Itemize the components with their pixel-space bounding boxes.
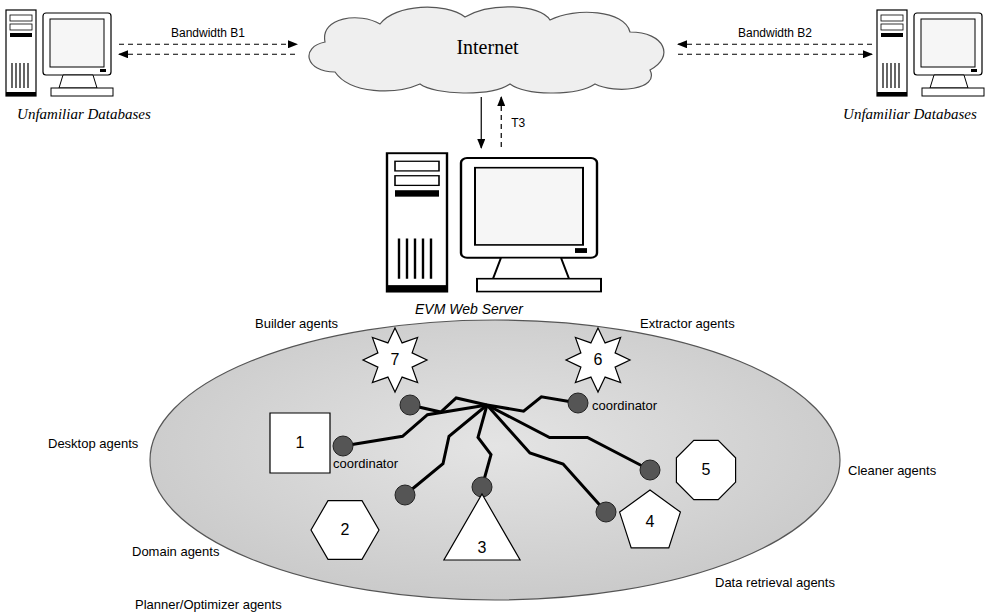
link-line [481, 97, 482, 148]
connection-dot [640, 460, 660, 480]
computer-drawing [877, 10, 984, 96]
web-server-computer: EVM Web Server [385, 150, 605, 298]
connection-dot [395, 485, 415, 505]
computer-drawing [6, 10, 113, 96]
agent-label: Planner/Optimizer agents [135, 597, 282, 613]
link-line [119, 44, 297, 45]
database-computer: Unfamiliar Databases [876, 8, 986, 100]
agent-label: Desktop agents [48, 436, 138, 452]
agent-polygon [270, 413, 330, 473]
cloud-outline [309, 7, 664, 93]
link-line [501, 97, 502, 148]
agent-polygon [620, 490, 681, 548]
lightning-link [487, 397, 578, 411]
agent-shape: 7Builder agents [363, 328, 427, 392]
agent-label: Extractor agents [640, 316, 735, 332]
coordinator-label: coordinator [592, 398, 657, 414]
computer-label: EVM Web Server [415, 301, 523, 317]
agent-shape: 6Extractor agents [566, 328, 630, 392]
computer-label: Unfamiliar Databases [830, 106, 990, 122]
database-computer: Unfamiliar Databases [5, 8, 115, 100]
computer-label: Unfamiliar Databases [4, 106, 164, 122]
agent-ellipse [150, 320, 840, 600]
lightning-link [487, 405, 650, 470]
link-line [119, 54, 297, 55]
link-label: Bandwidth B1 [169, 25, 247, 41]
link-arrows [119, 44, 297, 54]
callout-number: 3 [478, 540, 487, 556]
agent-label: Data retrieval agents [715, 575, 835, 591]
agent-shape: 2Domain agents [311, 496, 379, 564]
callout-number: 7 [391, 352, 400, 368]
callout-number: 2 [341, 522, 350, 538]
agent-label: Cleaner agents [848, 463, 936, 479]
agent-shape: 4Data retrieval agents [618, 490, 682, 554]
computer-icon [5, 8, 115, 100]
callout-number: 1 [296, 435, 305, 451]
link-line [678, 54, 872, 55]
callout-number: 5 [702, 462, 711, 478]
computer-drawing [387, 153, 601, 291]
agent-shape: 3Planner/Optimizer agents [438, 494, 526, 582]
agent-label: Builder agents [255, 316, 338, 332]
coordinator-label: coordinator [333, 456, 398, 472]
connection-dot [568, 393, 588, 413]
connection-dot [596, 502, 616, 522]
agent-outline [438, 494, 526, 582]
agent-label: Domain agents [132, 544, 219, 560]
computer-icon [385, 150, 605, 298]
lightning-link [487, 405, 606, 512]
lightning-link [478, 405, 491, 487]
agent-shape: 1Desktop agents [270, 413, 330, 473]
agent-shape: 5Cleaner agents [674, 438, 738, 502]
internet-cloud: Internet [295, 2, 680, 95]
link-label: Bandwidth B2 [736, 25, 814, 41]
agent-polygon [676, 440, 735, 499]
link-label: T3 [509, 115, 527, 131]
agent-polygon [311, 501, 379, 560]
link-line [678, 44, 872, 45]
connection-dot [333, 436, 353, 456]
computer-icon [876, 8, 986, 100]
link-arrows [481, 97, 501, 148]
callout-number: 6 [594, 352, 603, 368]
agent-polygon [444, 494, 520, 560]
agent-polygon [566, 328, 630, 392]
link-arrows [678, 44, 872, 54]
agent-polygon [363, 328, 427, 392]
cloud-label: Internet [456, 39, 518, 55]
connection-dot [400, 395, 420, 415]
callout-number: 4 [646, 514, 655, 530]
